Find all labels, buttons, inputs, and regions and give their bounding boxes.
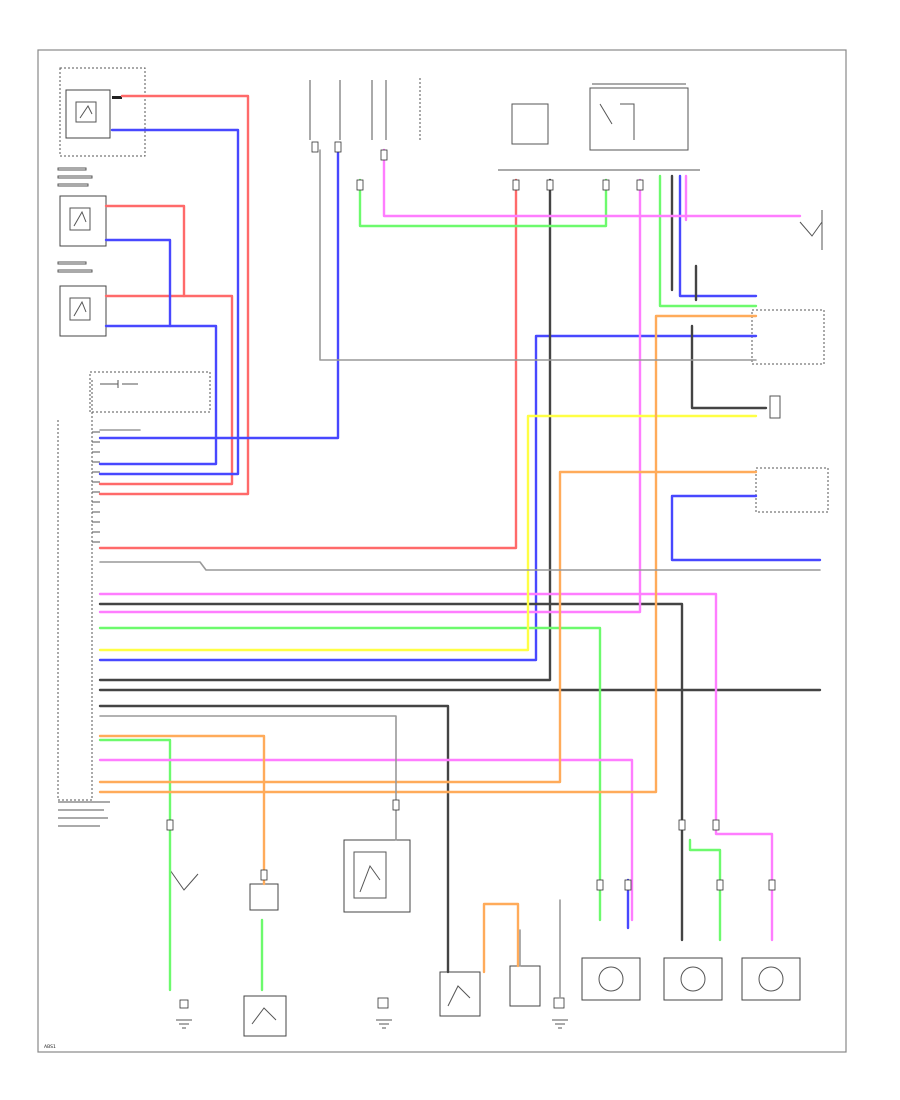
ground-points <box>176 1019 568 1029</box>
engine-room-relay-block <box>498 83 700 171</box>
junction-connector <box>751 309 825 419</box>
connector-markers <box>166 141 776 891</box>
left-rear-wheel-speed-sensor <box>57 261 107 337</box>
diagram-code: ABS1 <box>44 1044 56 1050</box>
gray-wires <box>99 149 821 999</box>
black-wires <box>98 174 822 974</box>
diagram-frame <box>37 49 847 1053</box>
parking-brake-switch <box>243 883 287 1037</box>
front-left-wheel-speed-sensor <box>59 67 146 157</box>
red-wires <box>98 94 518 550</box>
orange-wires <box>98 314 758 974</box>
brake-fluid-level-switch <box>169 869 199 1009</box>
yellow-wires <box>98 414 758 652</box>
yaw-rate-sensor <box>755 467 829 513</box>
left-rear-speed-sensor <box>741 957 801 1001</box>
stop-light-switch <box>799 210 823 250</box>
ecu-pin-stubs <box>92 431 100 543</box>
skid-control-ecu <box>57 371 211 827</box>
right-rear-speed-sensor <box>581 957 723 1001</box>
right-front-wheel-speed-sensor <box>57 167 107 247</box>
green-wires <box>98 174 758 992</box>
brake-actuator <box>439 965 565 1017</box>
steering-angle-sensor <box>343 839 411 1009</box>
fuse-block <box>309 78 421 140</box>
blue-wires <box>98 128 822 930</box>
pink-wires <box>98 148 802 942</box>
